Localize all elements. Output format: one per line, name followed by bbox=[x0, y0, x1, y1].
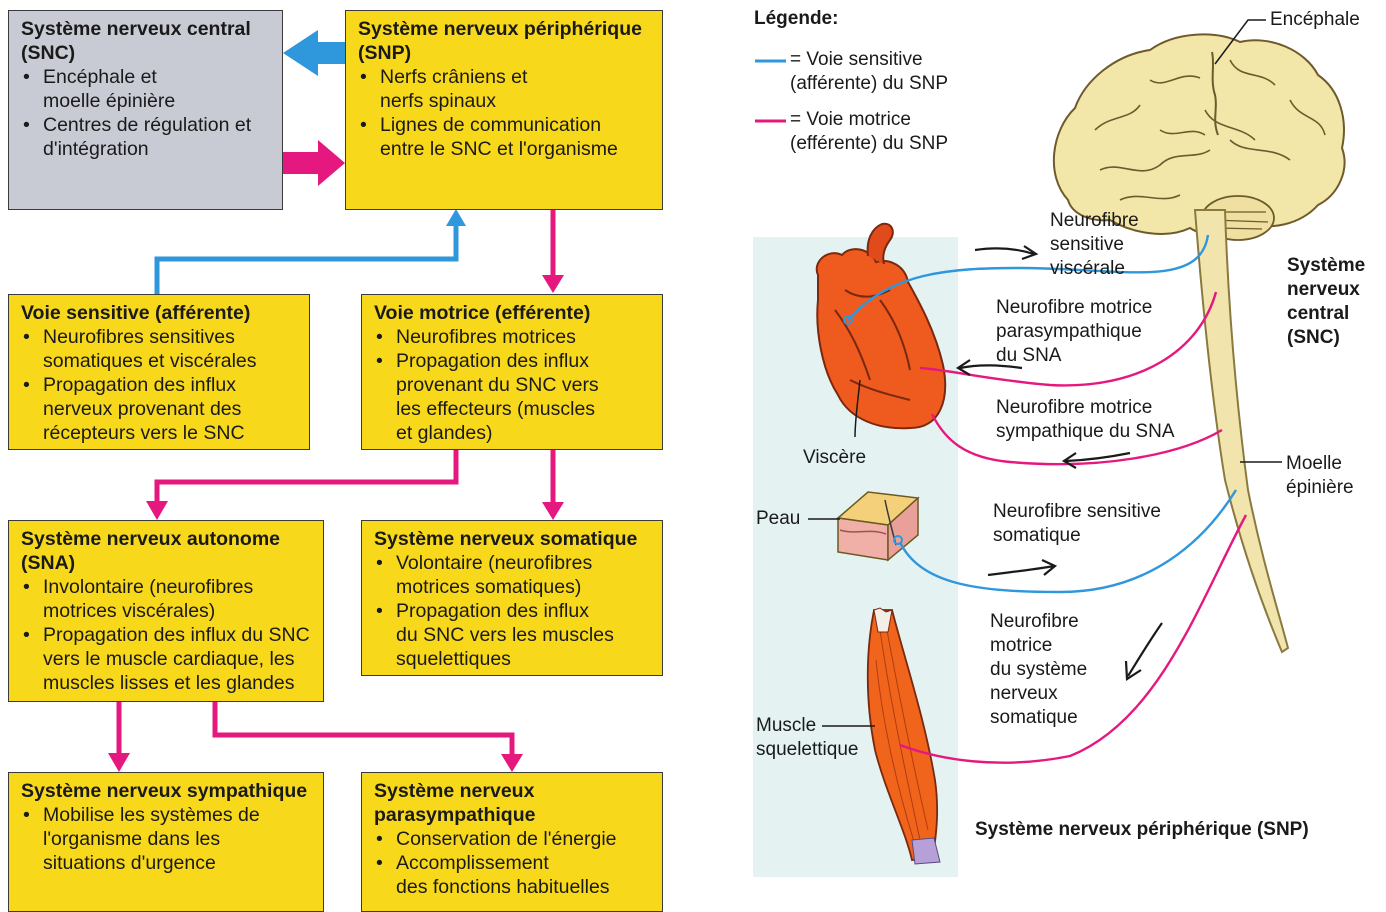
label-fiber-sens-som: Neurofibre sensitive somatique bbox=[993, 500, 1161, 548]
label-fiber-mot-som: Neurofibre motrice du système nerveux so… bbox=[990, 610, 1087, 730]
label-moelle: Moelle épinière bbox=[1286, 452, 1354, 500]
label-snc: Système nerveux central (SNC) bbox=[1287, 254, 1365, 350]
legend-motrice-label: = Voie motrice (efférente) du SNP bbox=[790, 108, 948, 156]
legend-title: Légende: bbox=[754, 8, 838, 30]
label-fiber-symp: Neurofibre motrice sympathique du SNA bbox=[996, 396, 1175, 444]
label-fiber-sens-visc: Neurofibre sensitive viscérale bbox=[1050, 209, 1139, 281]
label-encephale: Encéphale bbox=[1270, 8, 1360, 32]
label-snp: Système nerveux périphérique (SNP) bbox=[975, 818, 1309, 842]
label-viscere: Viscère bbox=[803, 446, 866, 470]
spinal-cord-icon bbox=[1195, 210, 1288, 652]
legend-sensitive-label: = Voie sensitive (afférente) du SNP bbox=[790, 48, 948, 96]
label-muscle: Muscle squelettique bbox=[756, 714, 858, 762]
label-peau: Peau bbox=[756, 507, 800, 531]
label-fiber-para: Neurofibre motrice parasympathique du SN… bbox=[996, 296, 1152, 368]
